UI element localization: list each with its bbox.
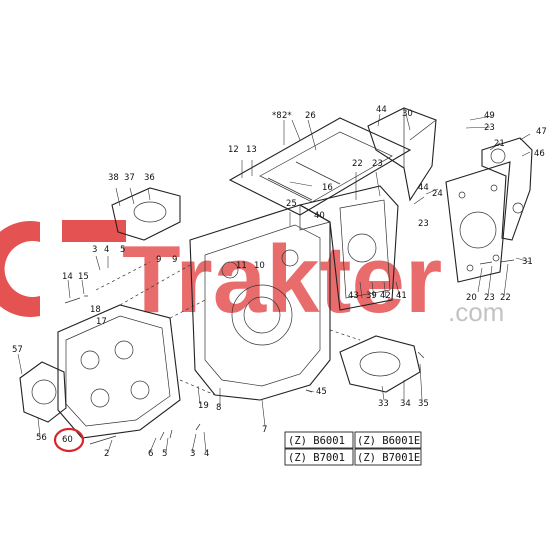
top-cover: [228, 117, 412, 216]
model-cell: (Z) B6001E: [357, 435, 420, 447]
callout-number: 2*: [282, 111, 292, 121]
callout-number: 44: [418, 183, 429, 193]
callout-number: 24: [432, 189, 443, 199]
front-housing: [57, 304, 181, 439]
callout-number: 4: [104, 245, 109, 255]
callout-number: 3: [92, 245, 97, 255]
right-housing: [298, 185, 399, 311]
callout-number: 30: [402, 109, 413, 119]
watermark: Trakter .com: [0, 220, 504, 333]
callout-number: 23: [418, 219, 429, 229]
callout-number: 16: [322, 183, 333, 193]
highlight-circle: [53, 427, 85, 453]
callout-number: 22: [500, 293, 511, 303]
watermark-suffix: .com: [448, 297, 504, 327]
callout-number: 12: [228, 145, 239, 155]
callout-number: 31: [522, 257, 533, 267]
callout-number: 21: [494, 139, 505, 149]
callout-number: 39: [366, 291, 377, 301]
callout-number: 43: [348, 291, 359, 301]
callout-number: 5: [120, 245, 125, 255]
watermark-logo-icon: [0, 221, 40, 317]
rear-plate: [445, 161, 511, 283]
model-table: (Z) B6001 (Z) B6001E (Z) B7001 (Z) B7001…: [284, 431, 422, 466]
callout-number: 25: [286, 199, 297, 209]
callout-number: 42: [380, 291, 391, 301]
callout-number: 33: [378, 399, 389, 409]
model-cell: (Z) B7001: [288, 452, 345, 464]
model-cell: (Z) B6001: [288, 435, 345, 447]
callout-number: 36: [144, 173, 155, 183]
callout-number: 13: [246, 145, 257, 155]
callout-number: 5: [162, 449, 167, 459]
model-cell: (Z) B7001E: [357, 452, 420, 464]
watermark-brand: Trakter: [122, 226, 442, 333]
highlight-60: [53, 427, 85, 453]
watermark-logo-bar: [62, 220, 126, 242]
callout-number: 35: [418, 399, 429, 409]
callout-number: 23: [484, 293, 495, 303]
callout-number: *8: [272, 111, 282, 121]
callout-number: 60: [62, 435, 73, 445]
callout-number: 23: [372, 159, 383, 169]
callout-number: 34: [400, 399, 411, 409]
callout-number: 15: [78, 272, 89, 282]
fitting-36: [111, 187, 181, 241]
callout-number: 18: [90, 305, 101, 315]
top-bracket: [367, 107, 437, 202]
callout-number: 38: [108, 173, 119, 183]
drawing-lines: [19, 107, 533, 445]
callout-number: 3: [190, 449, 195, 459]
callout-number: 57: [12, 345, 23, 355]
callout-number: 44: [376, 105, 387, 115]
callout-number: 45: [316, 387, 327, 397]
callout-number: 20: [466, 293, 477, 303]
callout-number: 41: [396, 291, 407, 301]
callout-number: 40: [314, 211, 325, 221]
callout-number: 22: [352, 159, 363, 169]
side-plate: [481, 137, 533, 241]
callout-number: 56: [36, 433, 47, 443]
callout-number: 11: [236, 261, 247, 271]
callout-number: 17: [96, 317, 107, 327]
callout-number: 49: [484, 111, 495, 121]
callout-number: 4: [204, 449, 209, 459]
callout-number: 26: [305, 111, 316, 121]
front-cover: [19, 361, 67, 423]
callout-number: 9: [156, 255, 161, 265]
callout-number: 23: [484, 123, 495, 133]
callout-number: 6: [148, 449, 153, 459]
callout-number: 9: [172, 255, 177, 265]
callout-number: 46: [534, 149, 545, 159]
callout-number: 47: [536, 127, 547, 137]
callout-number: 37: [124, 173, 135, 183]
callout-number: 7: [262, 425, 267, 435]
callout-number: 8: [216, 403, 221, 413]
leader-lines: [17, 113, 531, 453]
flange-33: [339, 335, 421, 393]
callout-number: 14: [62, 272, 73, 282]
callout-number: 10: [254, 261, 265, 271]
callout-number: 2: [104, 449, 109, 459]
callout-number: 19: [198, 401, 209, 411]
